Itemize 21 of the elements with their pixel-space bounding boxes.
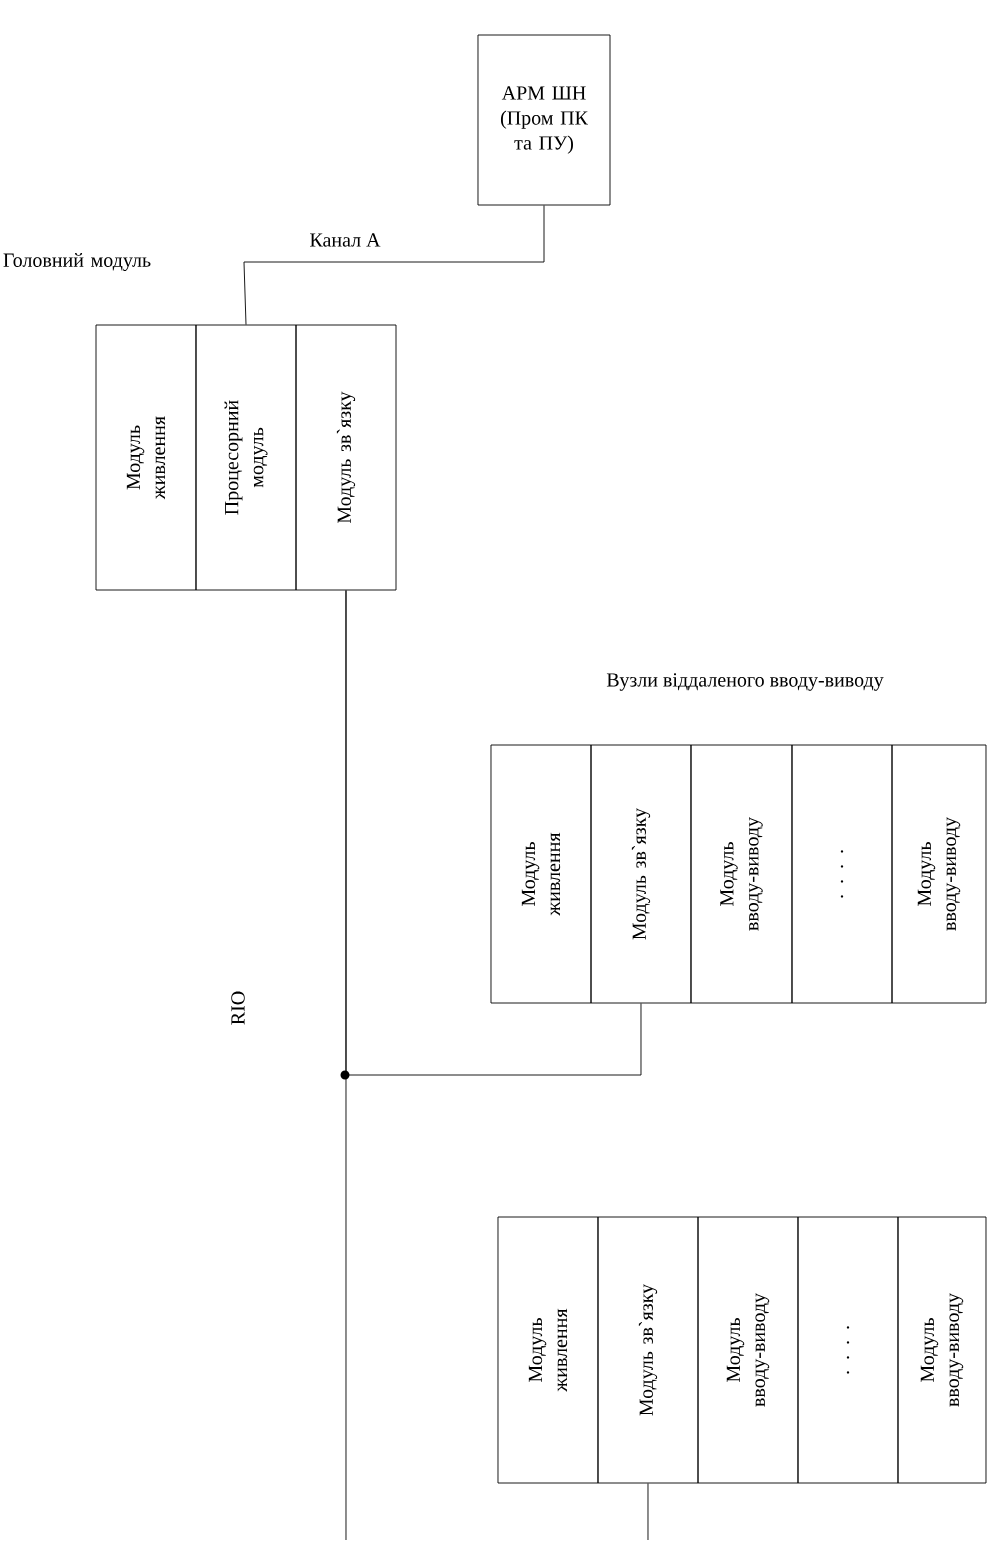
group-label: Вузли віддаленого вводу-виводу (606, 673, 884, 691)
module-cell: Модуль вводу-виводу (897, 1216, 987, 1484)
module-cell: Модуль вводу-виводу (891, 744, 987, 1004)
connector-line (345, 590, 347, 1541)
edge-label: Канал А (308, 232, 382, 248)
module-cell: Процесорний модуль (195, 324, 297, 591)
module-cell: Модуль живлення (95, 324, 197, 591)
module-cell: Модуль зв`язку (597, 1216, 699, 1484)
module-cell: . . . . (797, 1216, 899, 1484)
group-label: Головний модуль (3, 253, 151, 271)
workstation-box: АРМ ШН (Пром ПК та ПУ) (477, 34, 611, 206)
module-cell: . . . . (791, 744, 893, 1004)
module-cell: Модуль зв`язку (295, 324, 397, 591)
module-cell: Модуль вводу-виводу (690, 744, 793, 1004)
bus-label: RIO (231, 991, 245, 1025)
module-cell: Модуль зв`язку (590, 744, 692, 1004)
connector-line (243, 205, 545, 325)
module-cell: Модуль живлення (490, 744, 592, 1004)
connector-line (647, 1483, 649, 1541)
module-cell: Модуль вводу-виводу (697, 1216, 799, 1484)
module-cell: Модуль живлення (497, 1216, 599, 1484)
